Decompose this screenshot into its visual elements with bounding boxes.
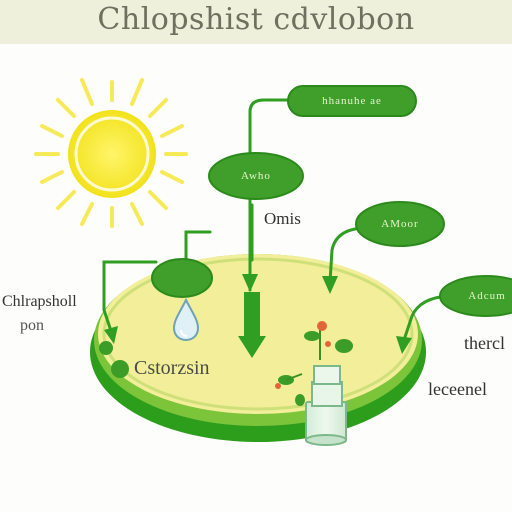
title-banner [0,0,512,44]
label-stroma: Cstorzsin [134,357,210,379]
label-chlorophyll: Chlrapsholl [2,293,77,310]
connector-lines [102,98,450,342]
label-thercl: thercl [464,333,505,353]
arrowheads [104,274,412,358]
label-legend: leceenel [428,379,487,399]
pill-label-top: hhanuhe ae [322,95,382,107]
sprout-icons [275,321,353,406]
sun-icon [34,78,188,228]
thylakoid-stack-icon [305,365,347,446]
pill-label-far-right: Adcum [468,290,506,302]
stroma-dot-icon [111,360,129,378]
downward-arrow-shaft [244,292,260,338]
diagram-title: Chlopshist cdvlobon [97,2,415,37]
label-pon: pon [20,317,44,334]
pill-label-right: AMoor [381,218,419,230]
small-dot-icon [99,341,113,355]
pill-label-center: Awho [241,170,271,182]
label-omis: Omis [264,209,301,228]
label-pills [151,85,512,317]
